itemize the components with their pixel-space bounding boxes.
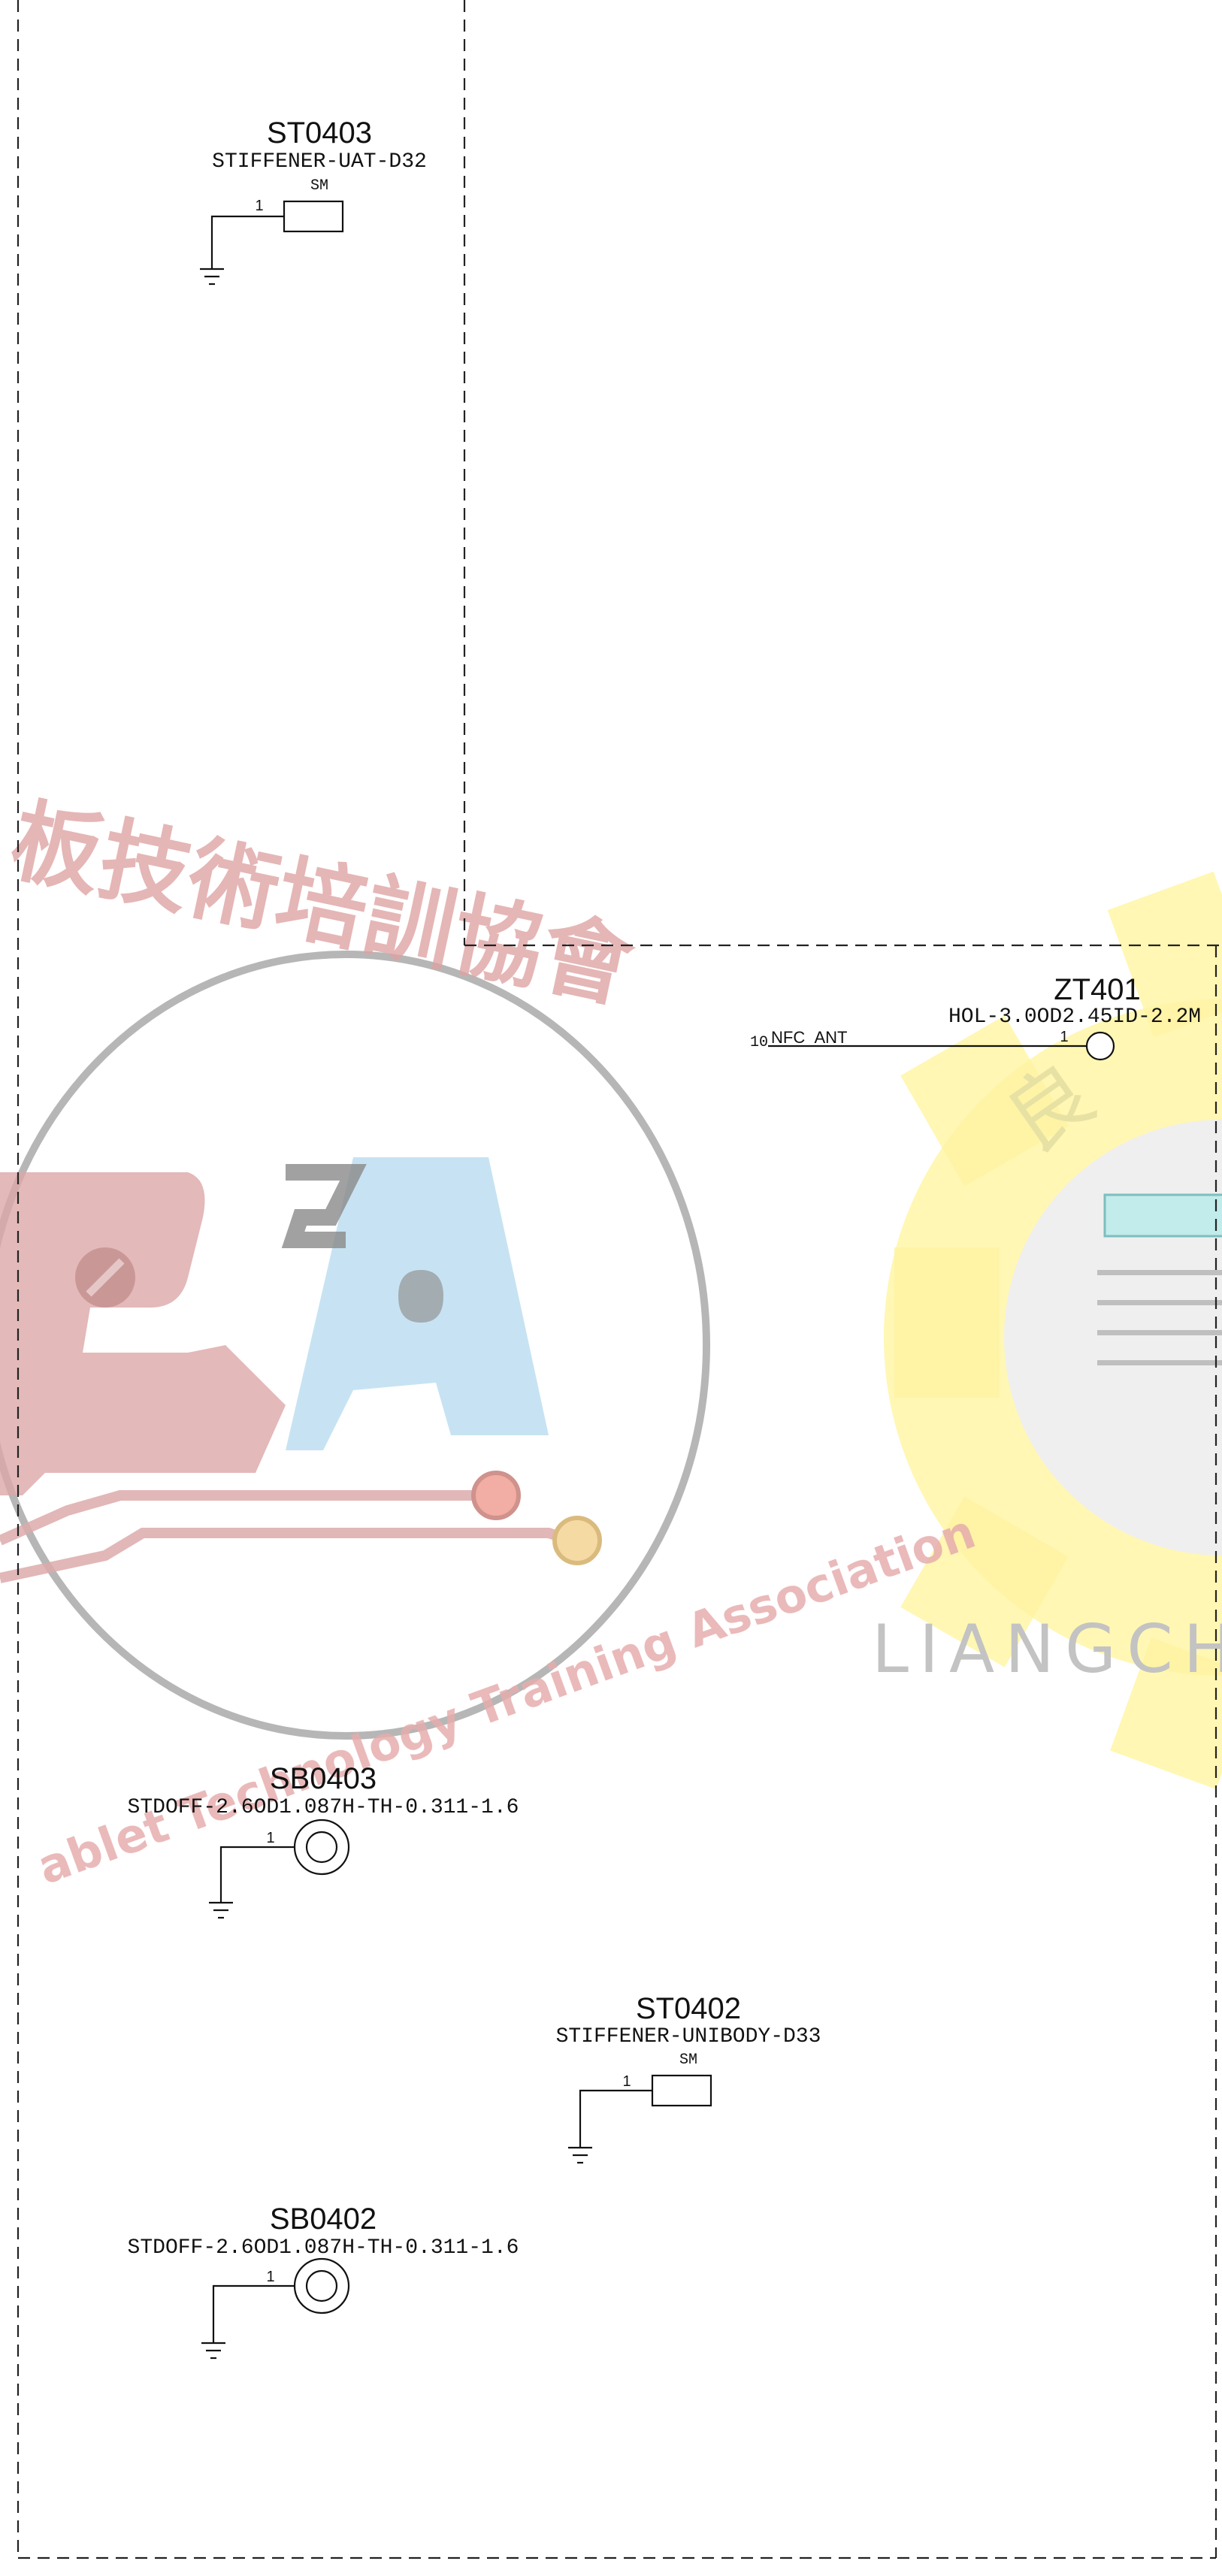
st0402-value: STIFFENER-UNIBODY-D33	[556, 2025, 821, 2048]
watermark-ellipse	[0, 951, 710, 1740]
st0403-pin: 1	[255, 198, 263, 214]
component-st0402[interactable]: ST0402 STIFFENER-UNIBODY-D33 SM 1	[556, 1992, 821, 2164]
sb0403-wire	[219, 1846, 295, 1903]
component-st0403[interactable]: ST0403 STIFFENER-UAT-D32 SM 1	[200, 116, 427, 286]
watermark-cn-text: 板技術培訓協會	[2, 788, 643, 1022]
standoff-icon	[293, 1819, 350, 1876]
st0402-pin: 1	[622, 2073, 631, 2090]
component-sb0402[interactable]: SB0402 STDOFF-2.6OD1.087H-TH-0.311-1.6 1	[128, 2203, 519, 2360]
zt401-net-pin: 10	[750, 1034, 768, 1051]
zt401-pin: 1	[1060, 1029, 1068, 1045]
sb0402-pin: 1	[266, 2269, 274, 2285]
st0403-body	[283, 200, 344, 233]
watermark: 良 板技術培訓協會 ablet Technology Training Asso…	[0, 788, 1222, 1895]
frame-lines	[17, 0, 1222, 2559]
watermark-letter-p	[0, 1172, 286, 1495]
sb0403-pin: 1	[266, 1830, 274, 1846]
zt401-hole-icon	[1085, 1031, 1115, 1061]
zt401-ref: ZT401	[1054, 973, 1141, 1006]
st0403-wire	[210, 215, 284, 269]
st0403-ref: ST0403	[267, 116, 372, 150]
zt401-value: HOL-3.0OD2.45ID-2.2M	[948, 1005, 1201, 1029]
ground-icon	[200, 268, 224, 286]
st0402-wire	[579, 2089, 652, 2148]
component-zt401[interactable]: ZT401 HOL-3.0OD2.45ID-2.2M 1 10 NFC_ANT	[750, 973, 1201, 1061]
ground-icon	[201, 2342, 225, 2360]
st0402-ref: ST0402	[636, 1992, 741, 2025]
sb0402-value: STDOFF-2.6OD1.087H-TH-0.311-1.6	[128, 2236, 519, 2260]
sb0403-value: STDOFF-2.6OD1.087H-TH-0.311-1.6	[128, 1796, 519, 1819]
watermark-en-text: ablet Technology Training Association	[31, 1504, 982, 1894]
watermark-brand-text: LIANGCH	[872, 1610, 1222, 1688]
zt401-net-label: NFC_ANT	[771, 1028, 847, 1047]
st0403-package: SM	[310, 177, 328, 195]
st0402-package: SM	[679, 2051, 697, 2069]
ground-icon	[209, 1901, 233, 1919]
st0403-value: STIFFENER-UAT-D32	[212, 150, 427, 174]
component-sb0403[interactable]: SB0403 STDOFF-2.6OD1.087H-TH-0.311-1.6 1	[128, 1762, 519, 1919]
gear-icon: 良	[884, 871, 1222, 1789]
st0402-body	[651, 2074, 712, 2107]
ground-icon	[568, 2146, 592, 2164]
standoff-icon	[293, 2257, 350, 2314]
sb0402-ref: SB0402	[270, 2203, 377, 2236]
sb0402-wire	[212, 2284, 295, 2343]
sb0403-ref: SB0403	[270, 1762, 377, 1795]
watermark-trace-lower	[0, 1528, 573, 1583]
